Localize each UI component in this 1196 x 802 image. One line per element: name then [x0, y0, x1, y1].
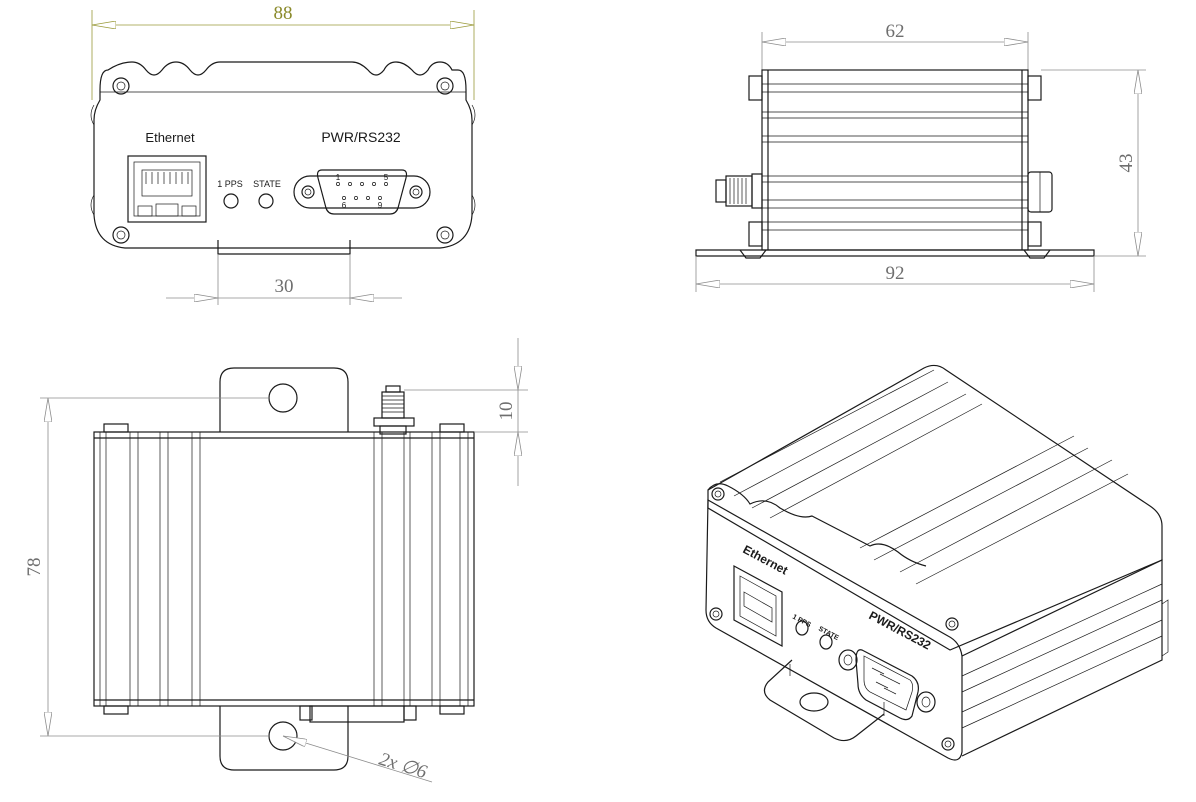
top-screw-br — [439, 705, 465, 715]
screw-top-left — [112, 77, 130, 95]
side-view: 62 43 92 — [695, 21, 1146, 292]
side-flange — [695, 249, 1095, 257]
pwr-label: PWR/RS232 — [321, 129, 401, 145]
iso-screw-bl — [709, 607, 723, 621]
top-screw-bl — [103, 705, 129, 715]
iso-top-ribs — [719, 369, 1129, 585]
bottom-bracket — [219, 706, 349, 771]
pps-label: 1 PPS — [217, 179, 243, 189]
iso-pps-led — [795, 620, 809, 636]
dim-label-88: 88 — [274, 3, 293, 24]
iso-screw-br — [941, 737, 955, 751]
top-antenna-connector — [373, 385, 415, 435]
pin-1-label: 1 — [336, 173, 341, 182]
pin-9-label: 9 — [378, 201, 383, 210]
side-body — [761, 69, 1029, 251]
pps-led — [223, 193, 239, 209]
side-screw-br — [1027, 221, 1042, 247]
side-screw-tl — [748, 75, 763, 101]
side-ribs-lines — [762, 83, 1028, 231]
iso-front-face — [705, 498, 963, 761]
pin-5-label: 5 — [384, 173, 389, 182]
db9-connector: 1 5 6 9 — [293, 169, 431, 215]
ethernet-port — [127, 155, 207, 223]
iso-screw-tl — [711, 487, 725, 501]
isometric-view: Ethernet 1 PPS STATE PWR/RS232 — [705, 364, 1169, 761]
front-bracket — [217, 240, 351, 255]
top-screw-tr — [439, 423, 465, 433]
state-led — [258, 193, 274, 209]
iso-bracket-hole — [799, 692, 829, 712]
side-screw-bl — [748, 221, 763, 247]
top-bracket-hole — [268, 383, 298, 413]
iso-state-led — [819, 634, 833, 650]
top-screw-tl — [103, 423, 129, 433]
iso-screw-tr — [945, 617, 959, 631]
ethernet-label: Ethernet — [145, 130, 195, 145]
top-db9 — [309, 705, 405, 723]
iso-bracket — [763, 659, 885, 742]
screw-bottom-left — [112, 226, 130, 244]
state-label: STATE — [253, 179, 281, 189]
iso-pwr-label: PWR/RS232 — [867, 608, 934, 652]
top-ribs — [99, 432, 469, 706]
top-bracket — [219, 367, 349, 432]
side-antenna-connector — [715, 173, 763, 209]
dim-label-92: 92 — [886, 263, 905, 284]
front-view: 88 Ethernet 1 PPS STATE PWR/RS232 — [90, 3, 476, 305]
iso-top-surface — [707, 364, 1163, 651]
top-view: 78 10 2x ∅6 — [24, 338, 528, 783]
dim-label-43: 43 — [1116, 154, 1137, 173]
screw-bottom-right — [436, 226, 454, 244]
screw-top-right — [436, 77, 454, 95]
hole-leader — [283, 736, 433, 783]
side-ribs — [90, 104, 476, 216]
iso-db9-connector — [838, 649, 936, 721]
front-housing — [93, 61, 473, 249]
dim-label-30: 30 — [275, 276, 294, 297]
iso-right-face — [961, 559, 1163, 757]
dim-label-holes: 2x ∅6 — [377, 749, 430, 783]
iso-ethernet-label: Ethernet — [741, 542, 791, 577]
iso-ethernet-port — [733, 564, 783, 648]
dim-label-10: 10 — [496, 402, 517, 421]
dim-label-78: 78 — [24, 558, 45, 577]
pin-6-label: 6 — [342, 201, 347, 210]
top-body — [93, 431, 475, 707]
side-screw-tr — [1027, 75, 1042, 101]
dim-label-62: 62 — [886, 21, 905, 42]
